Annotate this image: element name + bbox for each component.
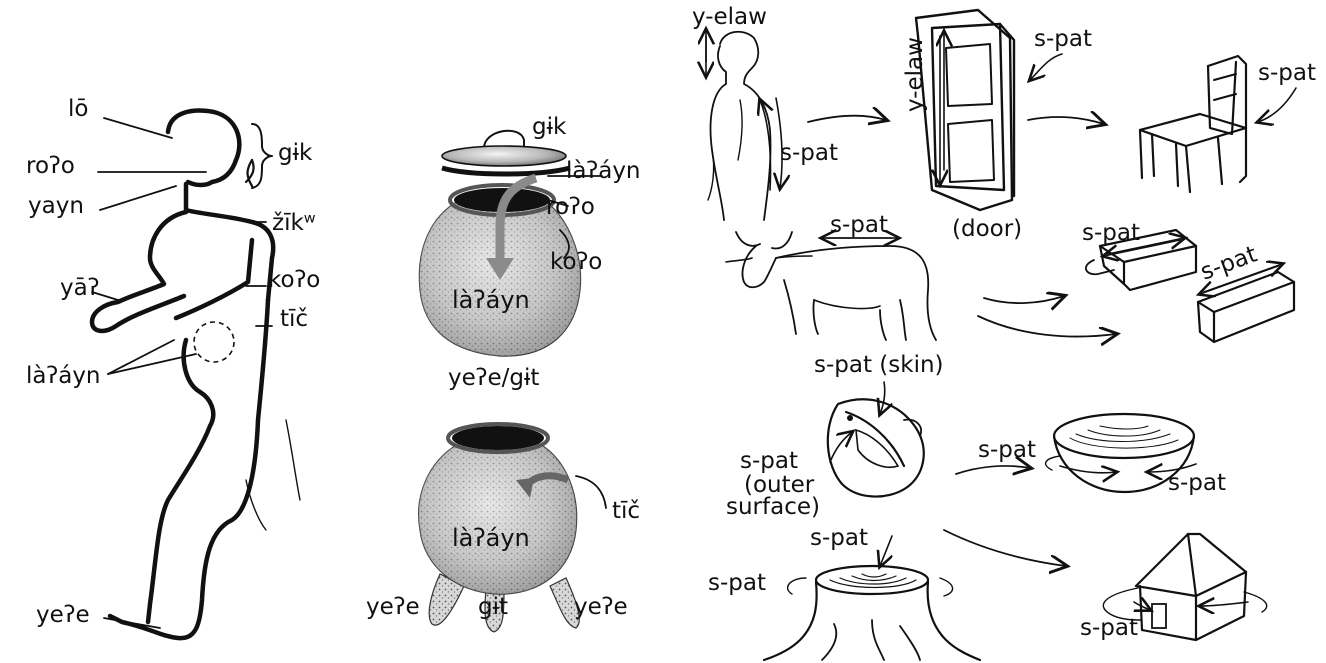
label-la-ayn: làʔáyn (26, 363, 101, 389)
label-ko-o: koʔo (268, 267, 320, 293)
label-yayn: yayn (28, 193, 84, 219)
arrow-stump-to-house (944, 530, 1066, 566)
ext-label-s-pat-box2: s-pat (1197, 241, 1260, 285)
label-ro-o: roʔo (26, 153, 75, 179)
body-brace (252, 124, 272, 188)
cow-figure (726, 232, 936, 340)
tripod-label-ye-e-right: yeʔe (574, 594, 628, 620)
ext-label-s-pat-skin: s-pat (skin) (814, 352, 944, 378)
arrow-cow-to-box1 (984, 296, 1064, 303)
arrow-door-to-chair (1028, 117, 1104, 124)
ext-label-s-pat-bowl-top: s-pat (978, 437, 1036, 463)
ext-label-s-pat-person: s-pat (780, 140, 838, 166)
ext-label-s-pat-door: s-pat (1034, 26, 1092, 52)
ext-label-s-pat-stump-left: s-pat (708, 570, 766, 596)
ext-label-y-elaw-person: y-elaw (692, 4, 767, 30)
ext-label-s-pat-stump-top: s-pat (810, 525, 868, 551)
body-figure (92, 111, 300, 639)
pot-label-la-ayn-center: làʔáyn (452, 286, 530, 314)
body-leader-lines (92, 118, 272, 628)
arrow-cow-to-box2 (978, 316, 1116, 337)
ext-label-s-pat-bowl-bottom: s-pat (1168, 470, 1226, 496)
label-gik: gɨk (278, 140, 313, 166)
stump-object (764, 536, 980, 660)
pot-label-ro-o: roʔo (546, 194, 595, 220)
label-zik: žīkʷ (272, 210, 316, 236)
tripod-label-la-ayn: làʔáyn (452, 524, 530, 552)
fruit-object (828, 382, 924, 497)
ext-label-s-pat-outer-1: s-pat (740, 448, 798, 474)
ext-label-s-pat-outer-3: surface) (726, 494, 820, 520)
label-lo: lō (68, 96, 88, 122)
pot-label-base: yeʔe/gɨt (448, 365, 539, 391)
tripod-label-ye-e-left: yeʔe (366, 594, 420, 620)
label-tic: tīč (280, 306, 308, 332)
tripod-label-tic: tīč (612, 498, 640, 524)
ext-label-s-pat-chair: s-pat (1258, 60, 1316, 86)
label-ya: yāʔ (60, 275, 99, 301)
arrow-fruit-to-bowl (956, 466, 1030, 474)
tripod-label-git: gɨt (478, 594, 508, 620)
pot-label-ko-o: koʔo (550, 249, 602, 275)
ext-label-s-pat-box1: s-pat (1082, 220, 1140, 246)
pot-label-la-ayn-lid: làʔáyn (566, 158, 641, 184)
label-ye-e: yeʔe (36, 602, 90, 628)
ext-label-s-pat-house: s-pat (1080, 615, 1138, 641)
arrow-person-to-door (808, 116, 886, 122)
person-figure (706, 30, 782, 220)
pot-label-gik: gɨk (532, 114, 567, 140)
ext-label-s-pat-cow: s-pat (830, 212, 888, 238)
ext-label-door: (door) (952, 216, 1022, 242)
ext-label-y-elaw-door: y-elaw (902, 37, 928, 112)
